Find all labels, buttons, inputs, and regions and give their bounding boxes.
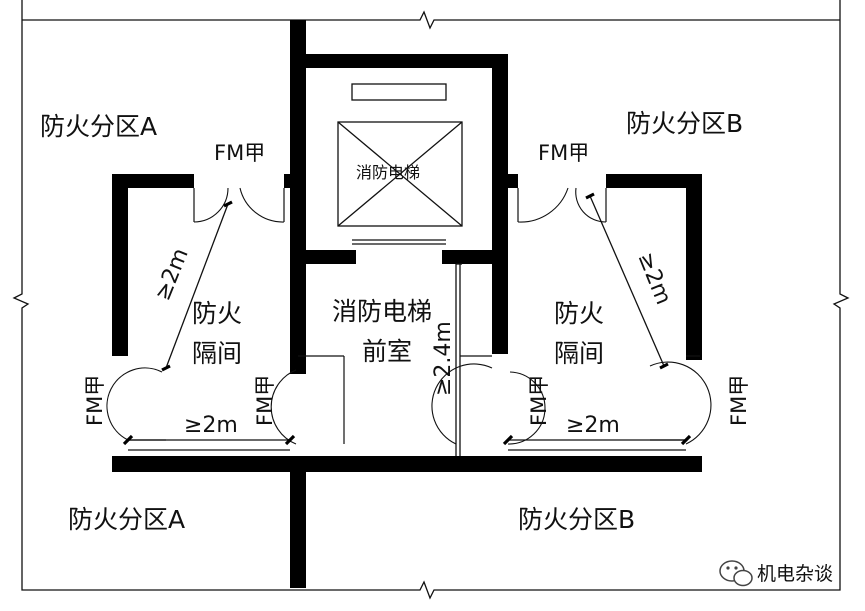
zone-a-top-label: 防火分区A	[40, 112, 157, 141]
left-partition-label-line1: 防火	[192, 299, 242, 328]
elevator-car	[337, 83, 463, 245]
door-label-left-inner: FM甲	[253, 375, 277, 426]
zone-b-bottom-label: 防火分区B	[518, 505, 635, 534]
wechat-icon	[719, 560, 753, 587]
thin-lines	[128, 263, 700, 456]
right-partition-label-line1: 防火	[554, 299, 604, 328]
watermark: 机电杂谈	[719, 560, 833, 587]
zone-a-bottom-label: 防火分区A	[68, 505, 185, 534]
lobby-label-line2: 前室	[362, 337, 412, 366]
dim-label-left-diagonal: ≥2m	[150, 245, 193, 304]
right-partition-label-line2: 隔间	[554, 339, 604, 368]
dimension-lines	[122, 192, 692, 456]
watermark-text: 机电杂谈	[757, 563, 833, 585]
left-partition-label-line2: 隔间	[192, 339, 242, 368]
dim-label-left-bottom: ≥2m	[184, 413, 238, 438]
outer-border	[12, 0, 850, 600]
door-label-left-top: FM甲	[214, 141, 265, 165]
dim-label-right-diagonal: ≥2m	[632, 249, 675, 308]
walls	[112, 20, 702, 588]
door-label-right-inner: FM甲	[527, 375, 551, 426]
door-label-left-side: FM甲	[83, 375, 107, 426]
door-label-right-top: FM甲	[538, 141, 589, 165]
lobby-label-line1: 消防电梯	[332, 297, 432, 326]
dim-label-right-bottom: ≥2m	[566, 413, 620, 438]
dim-label-lobby-diagonal: ≥2.4m	[431, 321, 456, 396]
zone-b-top-label: 防火分区B	[626, 109, 743, 138]
door-label-right-side: FM甲	[727, 375, 751, 426]
elevator-label: 消防电梯	[356, 163, 420, 182]
